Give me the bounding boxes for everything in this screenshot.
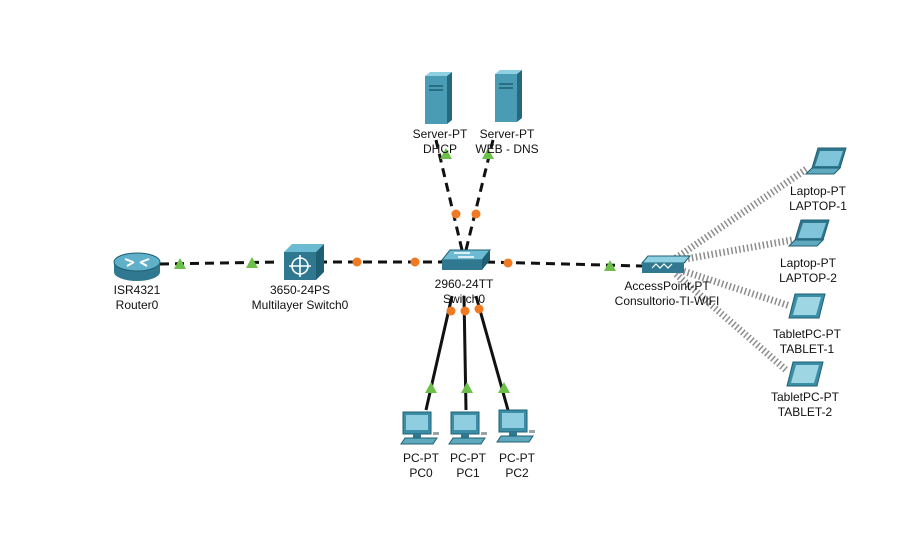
device-model: PC-PT <box>403 451 439 465</box>
pc-icon <box>448 411 487 445</box>
router-icon <box>113 252 161 281</box>
links-layer <box>159 139 810 411</box>
device-model: TabletPC-PT <box>770 390 840 404</box>
device-model: TabletPC-PT <box>772 327 842 341</box>
link-pending-marker-switch0-pc1-0 <box>460 306 470 316</box>
link-up-marker-router0-mlswitch0-1 <box>246 257 258 268</box>
link-pending-marker-mlswitch0-switch0-0 <box>352 257 362 267</box>
laptop-icon <box>787 219 830 247</box>
device-name: TABLET-1 <box>779 342 835 356</box>
laptop1-device[interactable] <box>804 147 847 175</box>
device-model: Server-PT <box>479 127 535 141</box>
device-model: Laptop-PT <box>789 184 847 198</box>
pc-icon <box>496 409 535 443</box>
link-up-marker-switch0-pc0-1 <box>425 382 437 393</box>
server-web-device[interactable] <box>495 70 522 122</box>
link-up-marker-router0-mlswitch0-0 <box>174 258 186 269</box>
link-pending-marker-switch0-server-dhcp-0 <box>451 209 461 219</box>
server-icon <box>495 70 522 122</box>
tablet2-device[interactable] <box>786 361 824 387</box>
link-up-marker-switch0-pc1-1 <box>461 382 473 393</box>
device-name: PC1 <box>456 466 480 480</box>
wireless-link-laptop2[interactable] <box>679 236 793 264</box>
device-name: LAPTOP-2 <box>779 271 837 285</box>
link-up-marker-switch0-server-dhcp-1 <box>440 148 452 159</box>
link-up-marker-switch0-pc2-1 <box>498 382 510 393</box>
switch0-device[interactable] <box>440 249 492 270</box>
server-icon <box>425 72 452 124</box>
device-model: PC-PT <box>450 451 486 465</box>
link-pending-marker-switch0-pc0-0 <box>446 306 456 316</box>
router0-device[interactable] <box>113 252 161 281</box>
device-model: 3650-24PS <box>269 283 331 297</box>
device-name: DHCP <box>422 142 457 156</box>
device-model: AccessPoint-PT <box>624 279 710 293</box>
devices-layer <box>113 70 847 445</box>
link-status-markers <box>174 148 616 393</box>
link-up-marker-switch0-server-web-1 <box>482 148 494 159</box>
server-dhcp-device[interactable] <box>425 72 452 124</box>
tablet-icon <box>786 361 824 387</box>
wireless-link-laptop1[interactable] <box>674 165 810 261</box>
pc-icon <box>400 411 439 445</box>
ap0-device[interactable] <box>640 255 692 273</box>
link-pending-marker-switch0-ap0-0 <box>503 258 513 268</box>
device-name: Switch0 <box>442 292 486 306</box>
link-switch0-server-dhcp[interactable] <box>434 139 464 251</box>
wireless-link-tablet2[interactable] <box>673 271 789 373</box>
device-name: Multilayer Switch0 <box>251 298 349 312</box>
tablet-icon <box>788 293 826 319</box>
device-model: ISR4321 <box>113 283 161 297</box>
link-pending-marker-mlswitch0-switch0-1 <box>410 257 420 267</box>
access-point-icon <box>640 255 692 273</box>
pc1-device[interactable] <box>448 411 487 445</box>
pc2-device[interactable] <box>496 409 535 443</box>
laptop2-device[interactable] <box>787 219 830 247</box>
switch-icon <box>440 249 492 270</box>
device-name: TABLET-2 <box>777 405 833 419</box>
link-pending-marker-switch0-server-web-0 <box>471 209 481 219</box>
tablet1-device[interactable] <box>788 293 826 319</box>
device-model: PC-PT <box>499 451 535 465</box>
device-name: WEB - DNS <box>475 142 539 156</box>
wireless-link-tablet1[interactable] <box>678 266 792 310</box>
link-up-marker-switch0-ap0-1 <box>604 260 616 271</box>
link-pending-marker-switch0-pc2-0 <box>474 304 484 314</box>
device-name: LAPTOP-1 <box>789 199 847 213</box>
device-model: 2960-24TT <box>434 277 494 291</box>
multilayer-switch-icon <box>284 244 324 280</box>
device-model: Server-PT <box>412 127 468 141</box>
device-name: PC0 <box>409 466 433 480</box>
device-name: Router0 <box>115 298 159 312</box>
mlswitch0-device[interactable] <box>284 244 324 280</box>
laptop-icon <box>804 147 847 175</box>
device-name: PC2 <box>505 466 529 480</box>
device-model: Laptop-PT <box>779 256 837 270</box>
pc0-device[interactable] <box>400 411 439 445</box>
link-switch0-ap0[interactable] <box>485 260 643 268</box>
device-name: Consultorio-TI-WIFI <box>614 294 720 308</box>
